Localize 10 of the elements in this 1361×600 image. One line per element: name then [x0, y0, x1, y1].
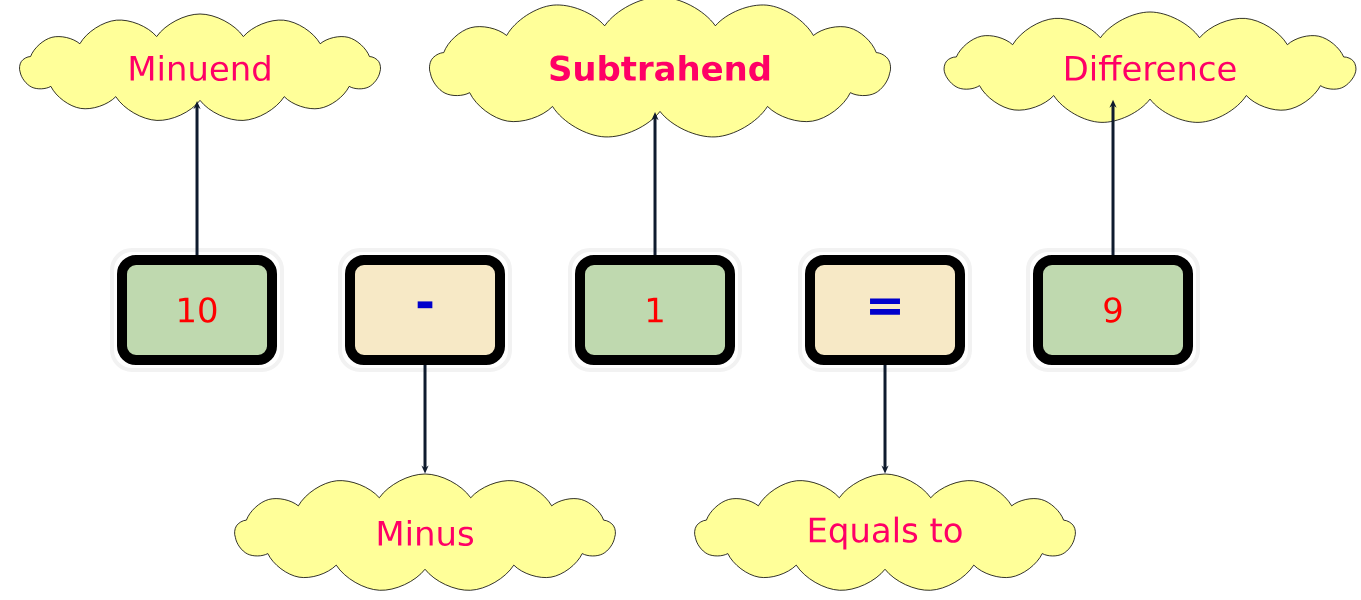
cloud-label: Equals to [694, 473, 1076, 591]
number-box: 1 [568, 248, 742, 372]
number-box: 10 [110, 248, 284, 372]
cloud-label: Minus [234, 473, 616, 591]
number-box: 9 [1026, 248, 1200, 372]
cloud-label: Subtrahend [429, 0, 891, 138]
operator-box: - [338, 248, 512, 372]
operator-box: = [798, 248, 972, 372]
cloud-label: Difference [943, 11, 1357, 123]
cloud-label: Minuend [19, 13, 381, 121]
